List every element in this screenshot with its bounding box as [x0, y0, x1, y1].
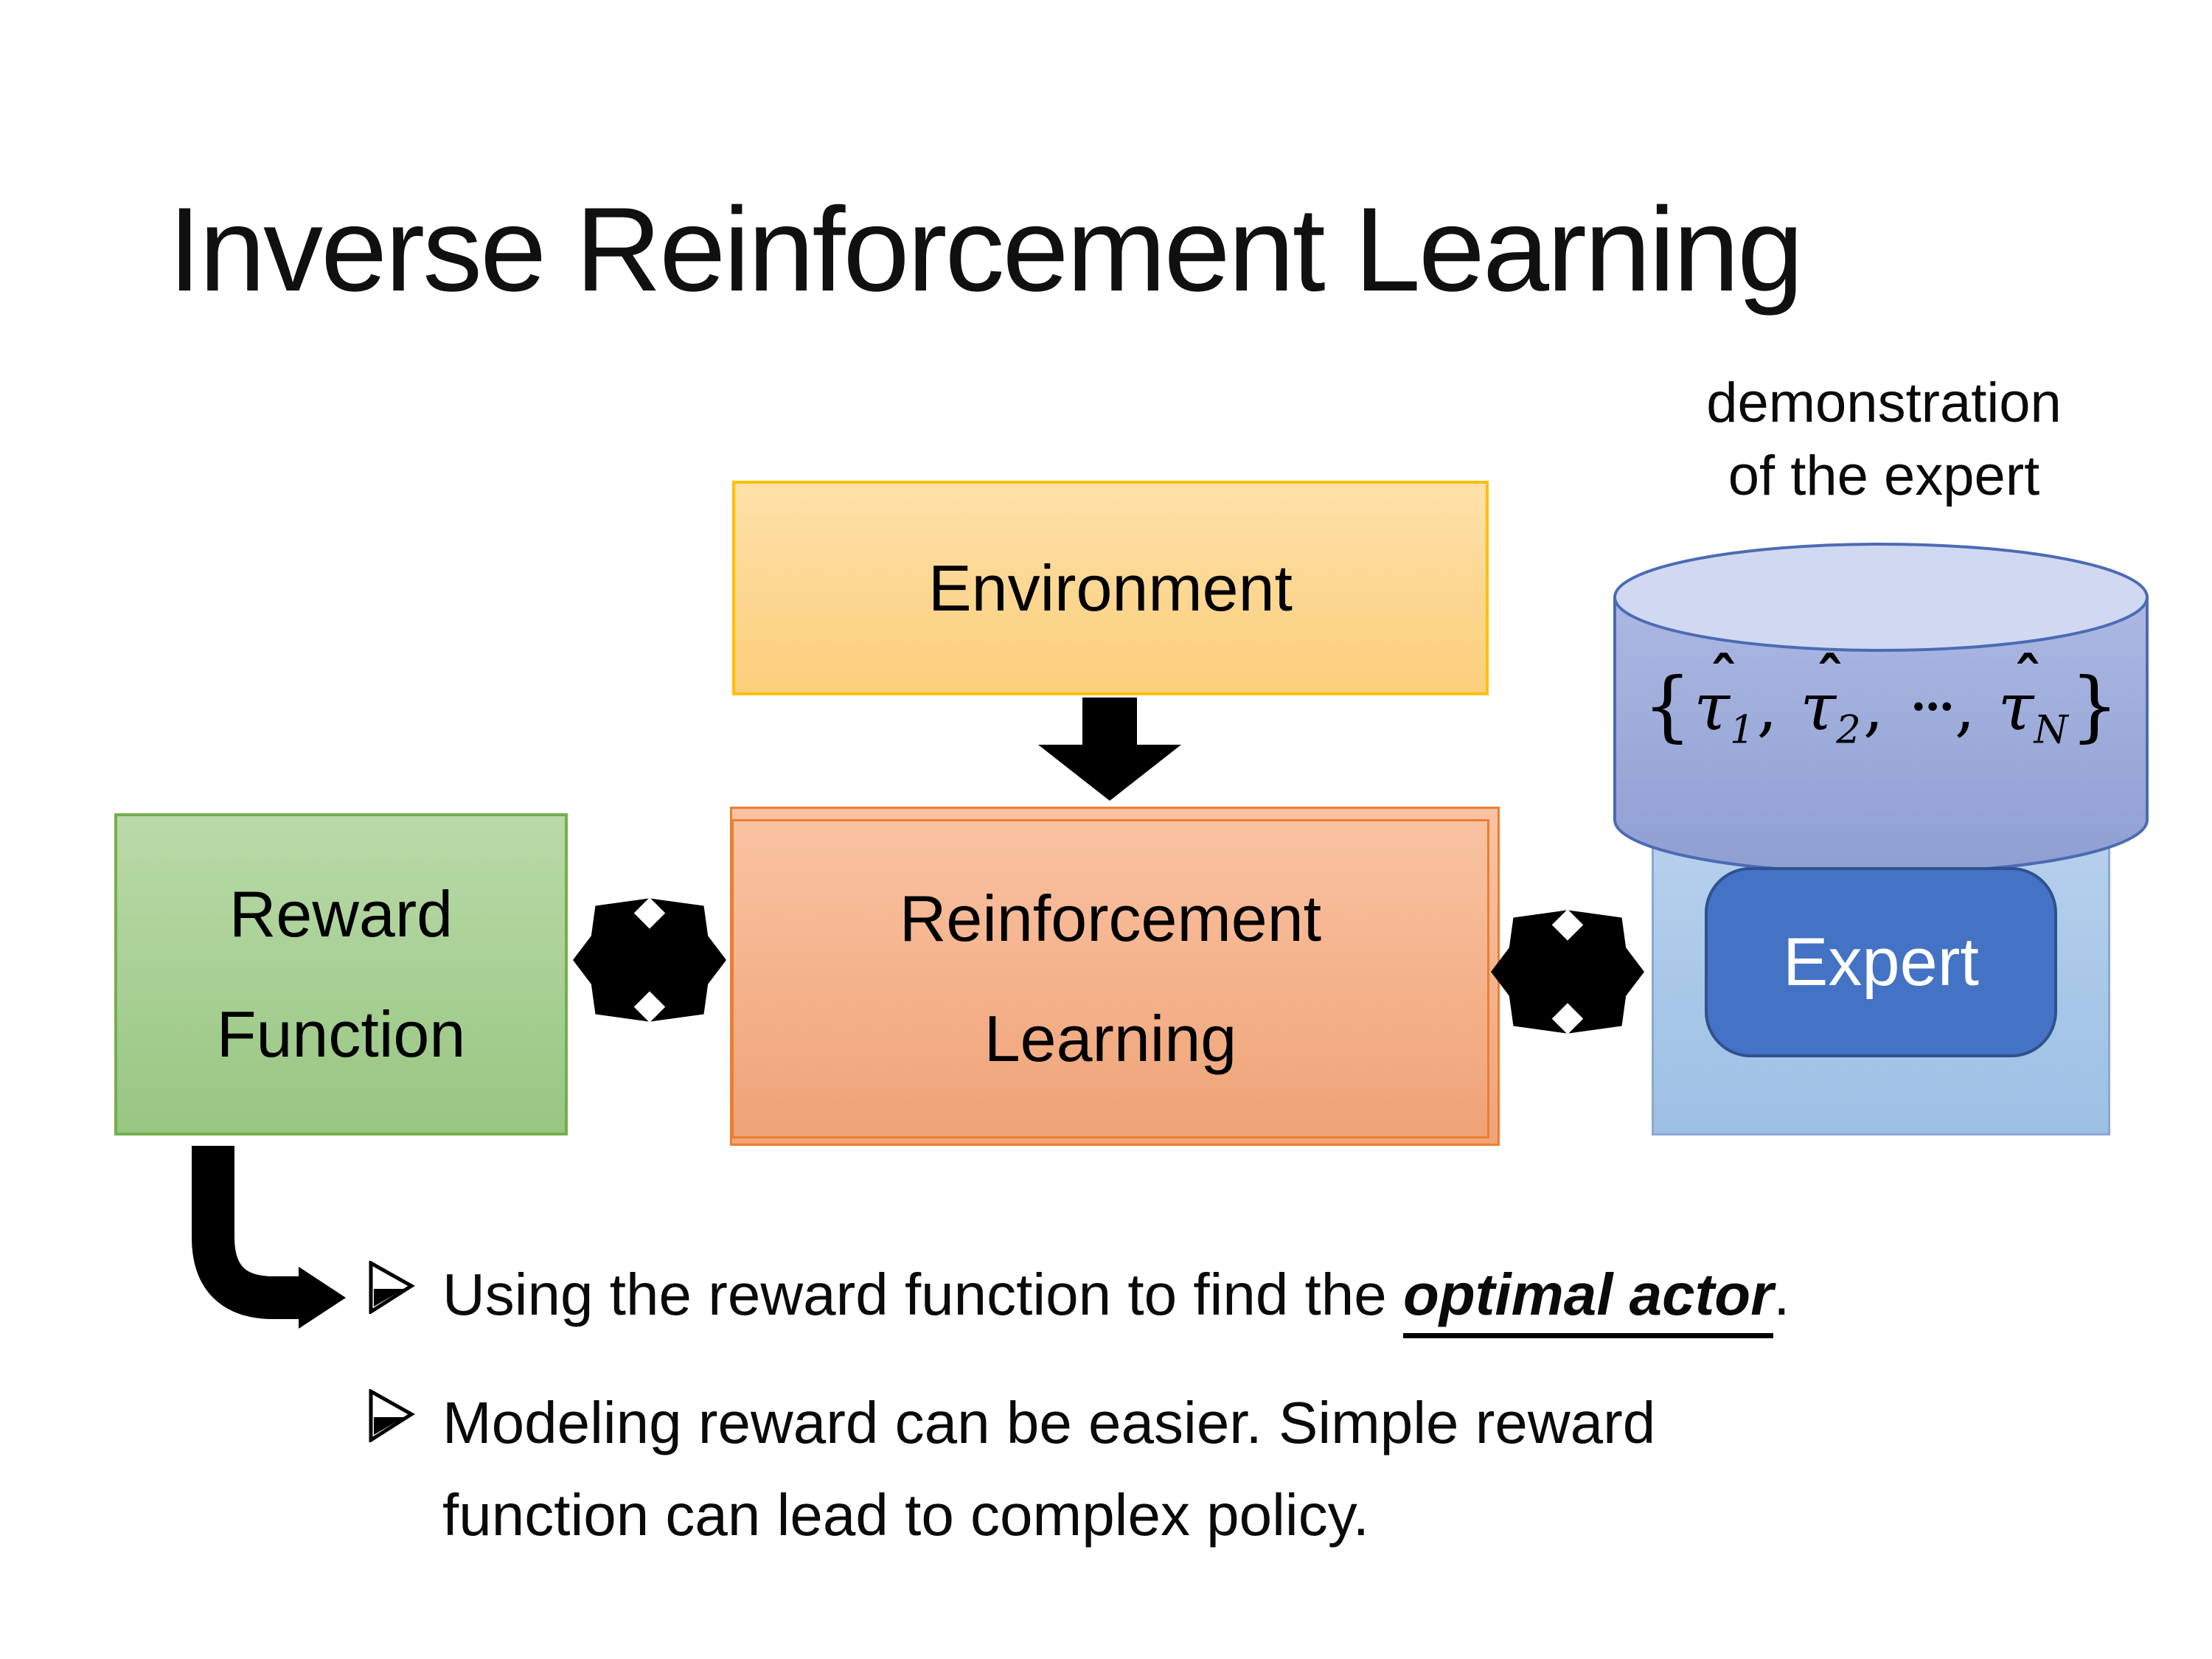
bullet-arrowhead-icon	[369, 1261, 415, 1314]
bullet-1-prefix: Using the reward function to find the	[442, 1262, 1403, 1327]
reinforcement-learning-node: Reinforcement Learning	[731, 819, 1489, 1138]
formula-comma: ,	[1756, 668, 1798, 745]
formula-comma: ,	[1954, 668, 1996, 745]
environment-node: Environment	[732, 481, 1489, 695]
reward-function-node: Reward Function	[114, 813, 568, 1135]
bullet-arrowhead-icon	[369, 1389, 415, 1442]
page-title: Inverse Reinforcement Learning	[168, 183, 1804, 316]
bullet-2-text: Modeling reward can be easier. Simple re…	[442, 1390, 1656, 1548]
expert-node-label: Expert	[1783, 924, 1979, 1000]
reward-function-node-label: Reward Function	[216, 877, 466, 1071]
demonstration-label: demonstration of the expert	[1706, 372, 2062, 507]
bullet-1-suffix: .	[1773, 1262, 1790, 1327]
reinforcement-learning-node-label: Reinforcement Learning	[899, 881, 1322, 1075]
down-block-arrow-icon	[1038, 698, 1181, 801]
formula-close-brace: }	[2070, 662, 2119, 751]
expert-node: Expert	[1705, 867, 2057, 1057]
double-arrow-left-icon	[573, 898, 726, 1022]
double-arrow-right-icon	[1491, 910, 1644, 1034]
database-cylinder-icon	[1613, 543, 2149, 874]
formula-open-brace: {	[1643, 662, 1692, 751]
bullet-item-1: Using the reward function to find the op…	[369, 1249, 2116, 1341]
bent-arrow-icon	[192, 1146, 346, 1329]
formula-ellipsis: ···	[1908, 668, 1957, 745]
bullet-1-text: Using the reward function to find the op…	[442, 1249, 1790, 1341]
bullet-item-2: Modeling reward can be easier. Simple re…	[369, 1377, 1954, 1562]
environment-node-label: Environment	[928, 551, 1293, 625]
formula-comma: ,	[1863, 668, 1905, 745]
bullet-1-emphasis: optimal actor	[1402, 1262, 1774, 1338]
